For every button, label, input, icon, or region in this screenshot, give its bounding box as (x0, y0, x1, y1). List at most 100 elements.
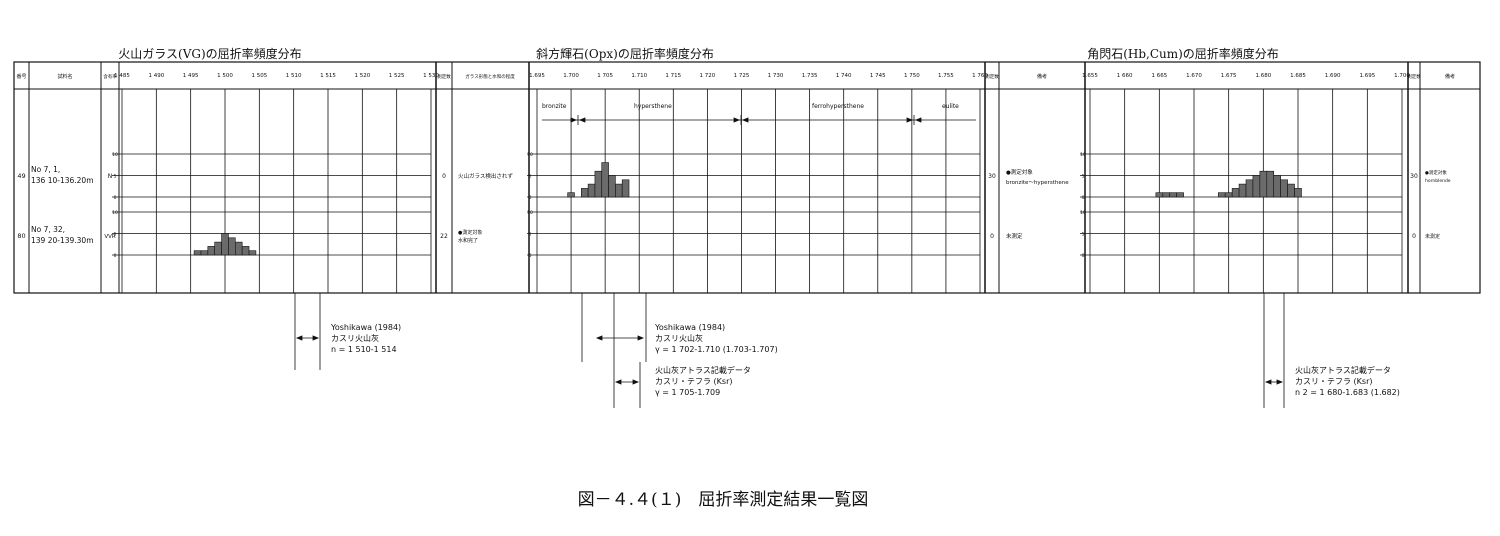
x-tick-label: 1 525 (389, 73, 405, 79)
header-count-opx: 測定数 (985, 73, 999, 80)
opx-ref2-line1: 火山灰アトラス記載データ (655, 365, 751, 375)
y-tick-label: 10 (112, 152, 118, 158)
row49-glass-count: 0 (442, 173, 446, 180)
table-frame (13, 61, 1481, 294)
x-tick-label: 1.675 (1221, 73, 1237, 79)
opx-ref1-line2: カスリ火山灰 (655, 333, 703, 343)
header-glass-shape: ガラス形態と水和の程度 (465, 73, 515, 80)
mineral-range-markers: bronzite hypersthene ferrohypersthene eu… (542, 103, 976, 125)
x-tick-label: 1 705 (597, 73, 613, 79)
histogram-bar (1252, 175, 1261, 198)
x-tick-label: 1 760 (972, 73, 988, 79)
y-tick-label: 10 (112, 210, 118, 216)
row80-content: VVR (104, 234, 116, 240)
histogram-bar (1287, 183, 1295, 198)
hb-ref-line2: カスリ・テフラ (Ksr) (1295, 377, 1373, 386)
x-tick-label: 1.695 (529, 73, 545, 79)
histogram-bar (594, 170, 603, 198)
x-tick-label: 1 500 (217, 73, 233, 79)
x-tick-label: 1 720 (700, 73, 716, 79)
histogram-bar (1245, 179, 1254, 198)
opx-ref2-line3: γ = 1 705-1.709 (655, 388, 720, 397)
opx-ref2-line2: カスリ・テフラ (Ksr) (655, 377, 733, 386)
range-eulite: eulite (942, 103, 959, 110)
x-tick-label: 1 520 (354, 73, 370, 79)
row49-opx-note2: bronzite～hypersthene (1006, 180, 1069, 186)
x-tick-label: 1 665 (1151, 73, 1167, 79)
figure-caption: 図－４.４(１) 屈折率測定結果一覧図 (578, 490, 869, 510)
row80-opx-count: 0 (990, 233, 994, 240)
vertical-gridlines (121, 89, 1403, 293)
histogram-bar (580, 188, 589, 198)
y-tick-label: 5 (114, 232, 117, 238)
histogram-bar (1169, 192, 1177, 198)
hb-reference: 火山灰アトラス記載データ カスリ・テフラ (Ksr) n 2 = 1 680-1… (1295, 365, 1400, 397)
y-tick-label: 10 (527, 152, 533, 158)
row80-name-line2: 139 20-139.30m (31, 236, 94, 245)
row49-hb-note1: ●測定対象 (1425, 169, 1447, 176)
glass-title: 火山ガラス(VG)の屈折率頻度分布 (118, 46, 301, 61)
histogram-bars (193, 162, 1302, 256)
header-remarks-hb: 備考 (1445, 73, 1455, 80)
row49-opx-count: 30 (988, 173, 996, 180)
histogram-bar (1155, 192, 1164, 198)
x-tick-label: 1 510 (286, 73, 302, 79)
histogram-bar (567, 192, 575, 198)
histogram-bar (207, 246, 215, 256)
x-tick-label: 1 740 (836, 73, 852, 79)
row80-glass-note1: ●測定対象 (458, 229, 482, 236)
row49-hb-count: 30 (1410, 173, 1418, 180)
y-tick-label: 5 (529, 232, 532, 238)
histogram-bar (235, 241, 243, 256)
row80-opx-note: 未測定 (1006, 232, 1023, 240)
histogram-bar (214, 241, 222, 256)
row80-hb-count: 0 (1412, 233, 1416, 240)
glass-reference: Yoshikawa (1984) カスリ火山灰 n = 1 510-1 514 (330, 323, 401, 354)
histogram-bar (615, 183, 623, 198)
row49-name-line2: 136 10-136.20m (31, 176, 94, 185)
x-tick-label: 1 485 (114, 73, 130, 79)
histogram-bar (608, 175, 616, 198)
x-tick-label: 1.735 (802, 73, 818, 79)
histogram-bar (1162, 192, 1171, 198)
x-tick-label: 1 730 (768, 73, 784, 79)
row49-glass-note: 火山ガラス検出されず (458, 172, 513, 180)
x-tick-label: 1 495 (183, 73, 199, 79)
hb-ref-line1: 火山灰アトラス記載データ (1295, 365, 1391, 375)
x-tick-label: 1 505 (251, 73, 267, 79)
y-tick-label: 0 (1082, 253, 1085, 259)
histogram-bar (1294, 188, 1302, 198)
histogram-bar (241, 246, 250, 256)
opx-title: 斜方輝石(Opx)の屈折率頻度分布 (536, 46, 714, 61)
opx-reference-2: 火山灰アトラス記載データ カスリ・テフラ (Ksr) γ = 1 705-1.7… (655, 365, 751, 397)
y-tick-label: 10 (1080, 210, 1086, 216)
header-content: 含有率 (103, 73, 117, 80)
header-count-glass: 測定数 (437, 73, 451, 80)
y-tick-label: 0 (529, 253, 532, 259)
histogram-bar (1280, 179, 1288, 198)
x-tick-label: 1.680 (1255, 73, 1271, 79)
row80-glass-count: 22 (440, 233, 448, 240)
y-tick-label: 5 (1082, 174, 1085, 180)
glass-ref-line1: Yoshikawa (1984) (330, 323, 401, 332)
x-tick-label: 1.700 (563, 73, 579, 79)
histogram-bar (587, 183, 596, 198)
range-hypersthene: hypersthene (634, 103, 672, 110)
header-count-hb: 測定数 (1407, 73, 1421, 80)
glass-ref-line3: n = 1 510-1 514 (331, 345, 397, 354)
y-tick-label: 0 (114, 195, 117, 201)
x-tick-label: 1.690 (1325, 73, 1341, 79)
y-tick-label: 10 (527, 210, 533, 216)
histogram-bar (1231, 188, 1240, 198)
x-tick-label: 1.755 (938, 73, 954, 79)
x-tick-label: 1 715 (665, 73, 681, 79)
x-tick-label: 1.655 (1082, 73, 1098, 79)
header-sample-name: 試料名 (57, 73, 72, 80)
row49-hb-note2: hornblende (1425, 178, 1451, 184)
x-tick-label: 1 725 (734, 73, 750, 79)
y-tick-label: 5 (1082, 232, 1085, 238)
x-tick-label: 1.710 (631, 73, 647, 79)
histogram-bar (248, 250, 257, 256)
